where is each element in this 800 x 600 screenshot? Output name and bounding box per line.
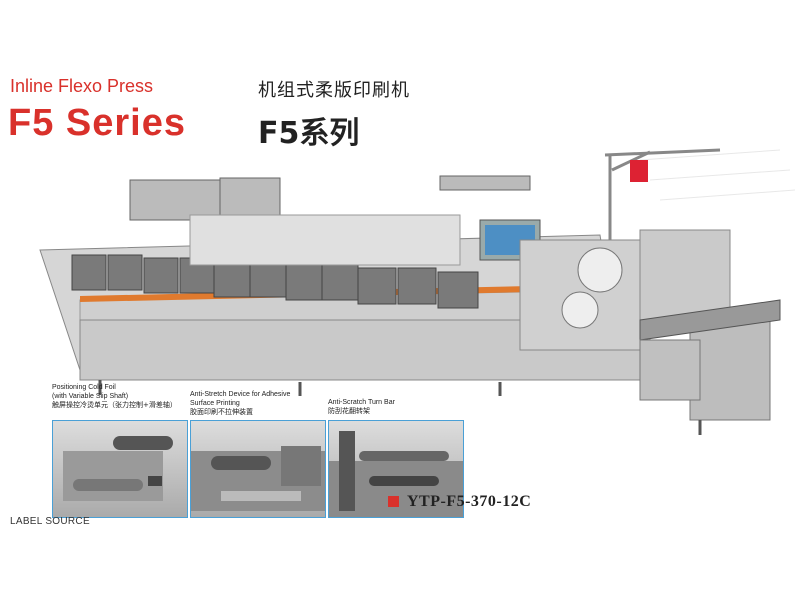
- model-number: YTP-F5-370-12C: [388, 493, 531, 511]
- title-chinese: 机组式柔版印刷机: [258, 80, 410, 101]
- detail-3-caption-en-line1: Anti-Scratch Turn Bar: [328, 399, 395, 406]
- series-chinese: F5系列: [258, 116, 360, 151]
- detail-3-caption-cn: 防刮花翻转架: [328, 407, 370, 415]
- detail-2-caption-en-line2: Surface Printing: [190, 400, 240, 407]
- model-number-text: YTP-F5-370-12C: [407, 493, 532, 510]
- detail-photo-anti-stretch: [190, 420, 326, 518]
- red-square-bullet-icon: [388, 496, 399, 507]
- detail-photo-turn-bar: [328, 420, 464, 518]
- detail-2-caption: Anti-Stretch Device for Adhesive Surface…: [190, 390, 330, 417]
- label-source-footer: LABEL SOURCE: [10, 516, 90, 527]
- detail-3-caption: Anti-Scratch Turn Bar 防刮花翻转架: [328, 398, 438, 416]
- detail-1-caption-en-line2: (with Variable Slip Shaft): [52, 393, 129, 400]
- detail-1-caption-en-line1: Positioning Cold Foil: [52, 384, 116, 391]
- detail-photo-cold-foil: [52, 420, 188, 518]
- detail-1-caption: Positioning Cold Foil (with Variable Sli…: [52, 383, 182, 410]
- title-english: Inline Flexo Press: [10, 76, 154, 96]
- detail-1-caption-cn: 触屏操控冷烫单元（张力控制+滑差轴）: [52, 401, 177, 409]
- detail-2-caption-cn: 胶面印刷不拉伸装置: [190, 408, 253, 416]
- detail-2-caption-en-line1: Anti-Stretch Device for Adhesive: [190, 391, 291, 398]
- series-english: F5 Series: [8, 102, 186, 144]
